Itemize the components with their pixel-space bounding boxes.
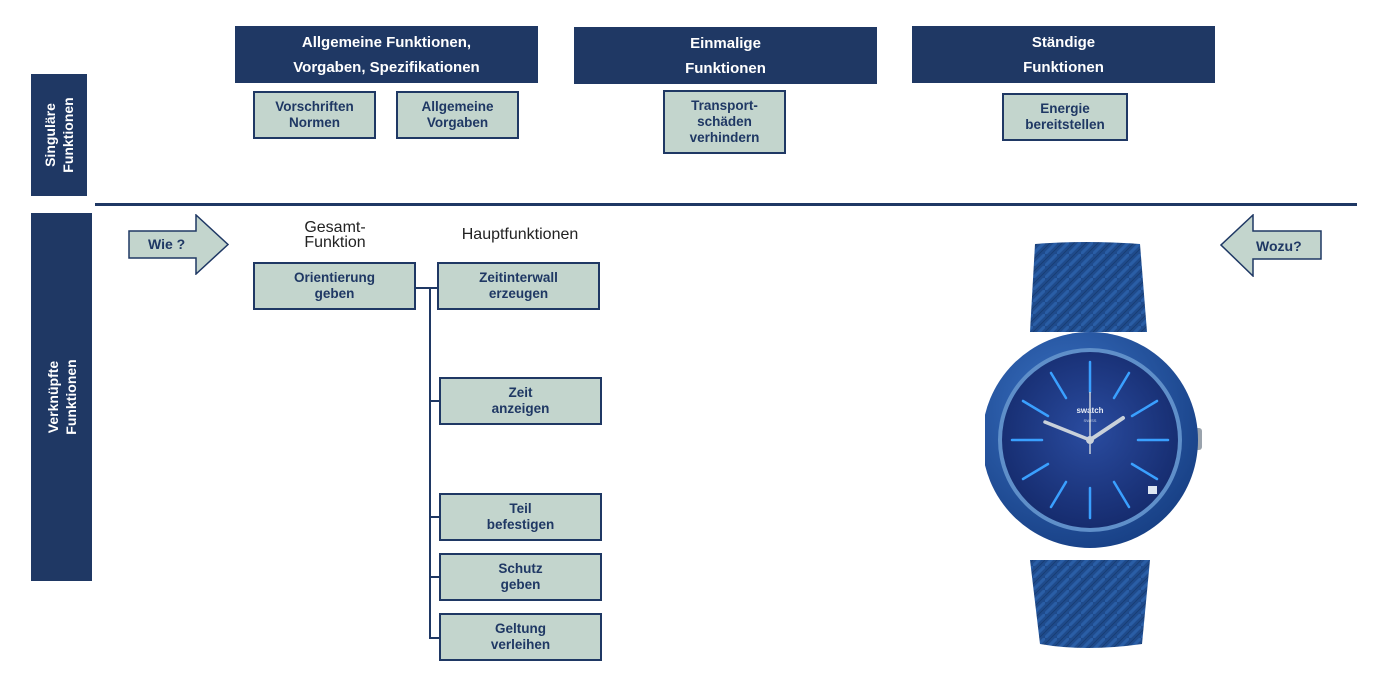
connector-branch [429, 516, 439, 518]
category-permanent: Ständige Funktionen [912, 26, 1215, 83]
connector-overall [415, 287, 437, 289]
singular-box-energy: Energie bereitstellen [1002, 93, 1128, 141]
connector-branch [429, 400, 439, 402]
how-arrow-label: Wie ? [148, 236, 186, 252]
main-function-box: Geltung verleihen [439, 613, 602, 661]
header-main-functions: Hauptfunktionen [461, 226, 579, 243]
main-function-box: Zeit anzeigen [439, 377, 602, 425]
arrow-right-icon [128, 214, 230, 275]
main-function-box: Schutz geben [439, 553, 602, 601]
connector-branch [429, 576, 439, 578]
main-function-box: Zeitinterwall erzeugen [437, 262, 600, 310]
section-divider [95, 203, 1357, 206]
why-arrow-label: Wozu? [1256, 238, 1302, 254]
singular-box-transport: Transport- schäden verhindern [663, 90, 786, 154]
header-overall-function: Gesamt- Funktion [304, 219, 366, 251]
arrow-left-icon [1220, 214, 1322, 277]
singular-box-regulations: Vorschriften Normen [253, 91, 376, 139]
category-one-time: Einmalige Funktionen [574, 27, 877, 84]
side-label-singular-text: Singuläre Funktionen [42, 97, 76, 173]
overall-function-box: Orientierung geben [253, 262, 416, 310]
main-function-box: Teil befestigen [439, 493, 602, 541]
watch-image: swatch SWISS [985, 242, 1202, 648]
singular-box-general-specs: Allgemeine Vorgaben [396, 91, 519, 139]
category-general: Allgemeine Funktionen, Vorgaben, Spezifi… [235, 26, 538, 83]
connector-trunk [429, 287, 431, 639]
side-label-linked: Verknüpfte Funktionen [31, 213, 92, 581]
side-label-linked-text: Verknüpfte Funktionen [44, 359, 79, 435]
side-label-singular: Singuläre Funktionen [31, 74, 87, 196]
connector-branch [429, 637, 439, 639]
